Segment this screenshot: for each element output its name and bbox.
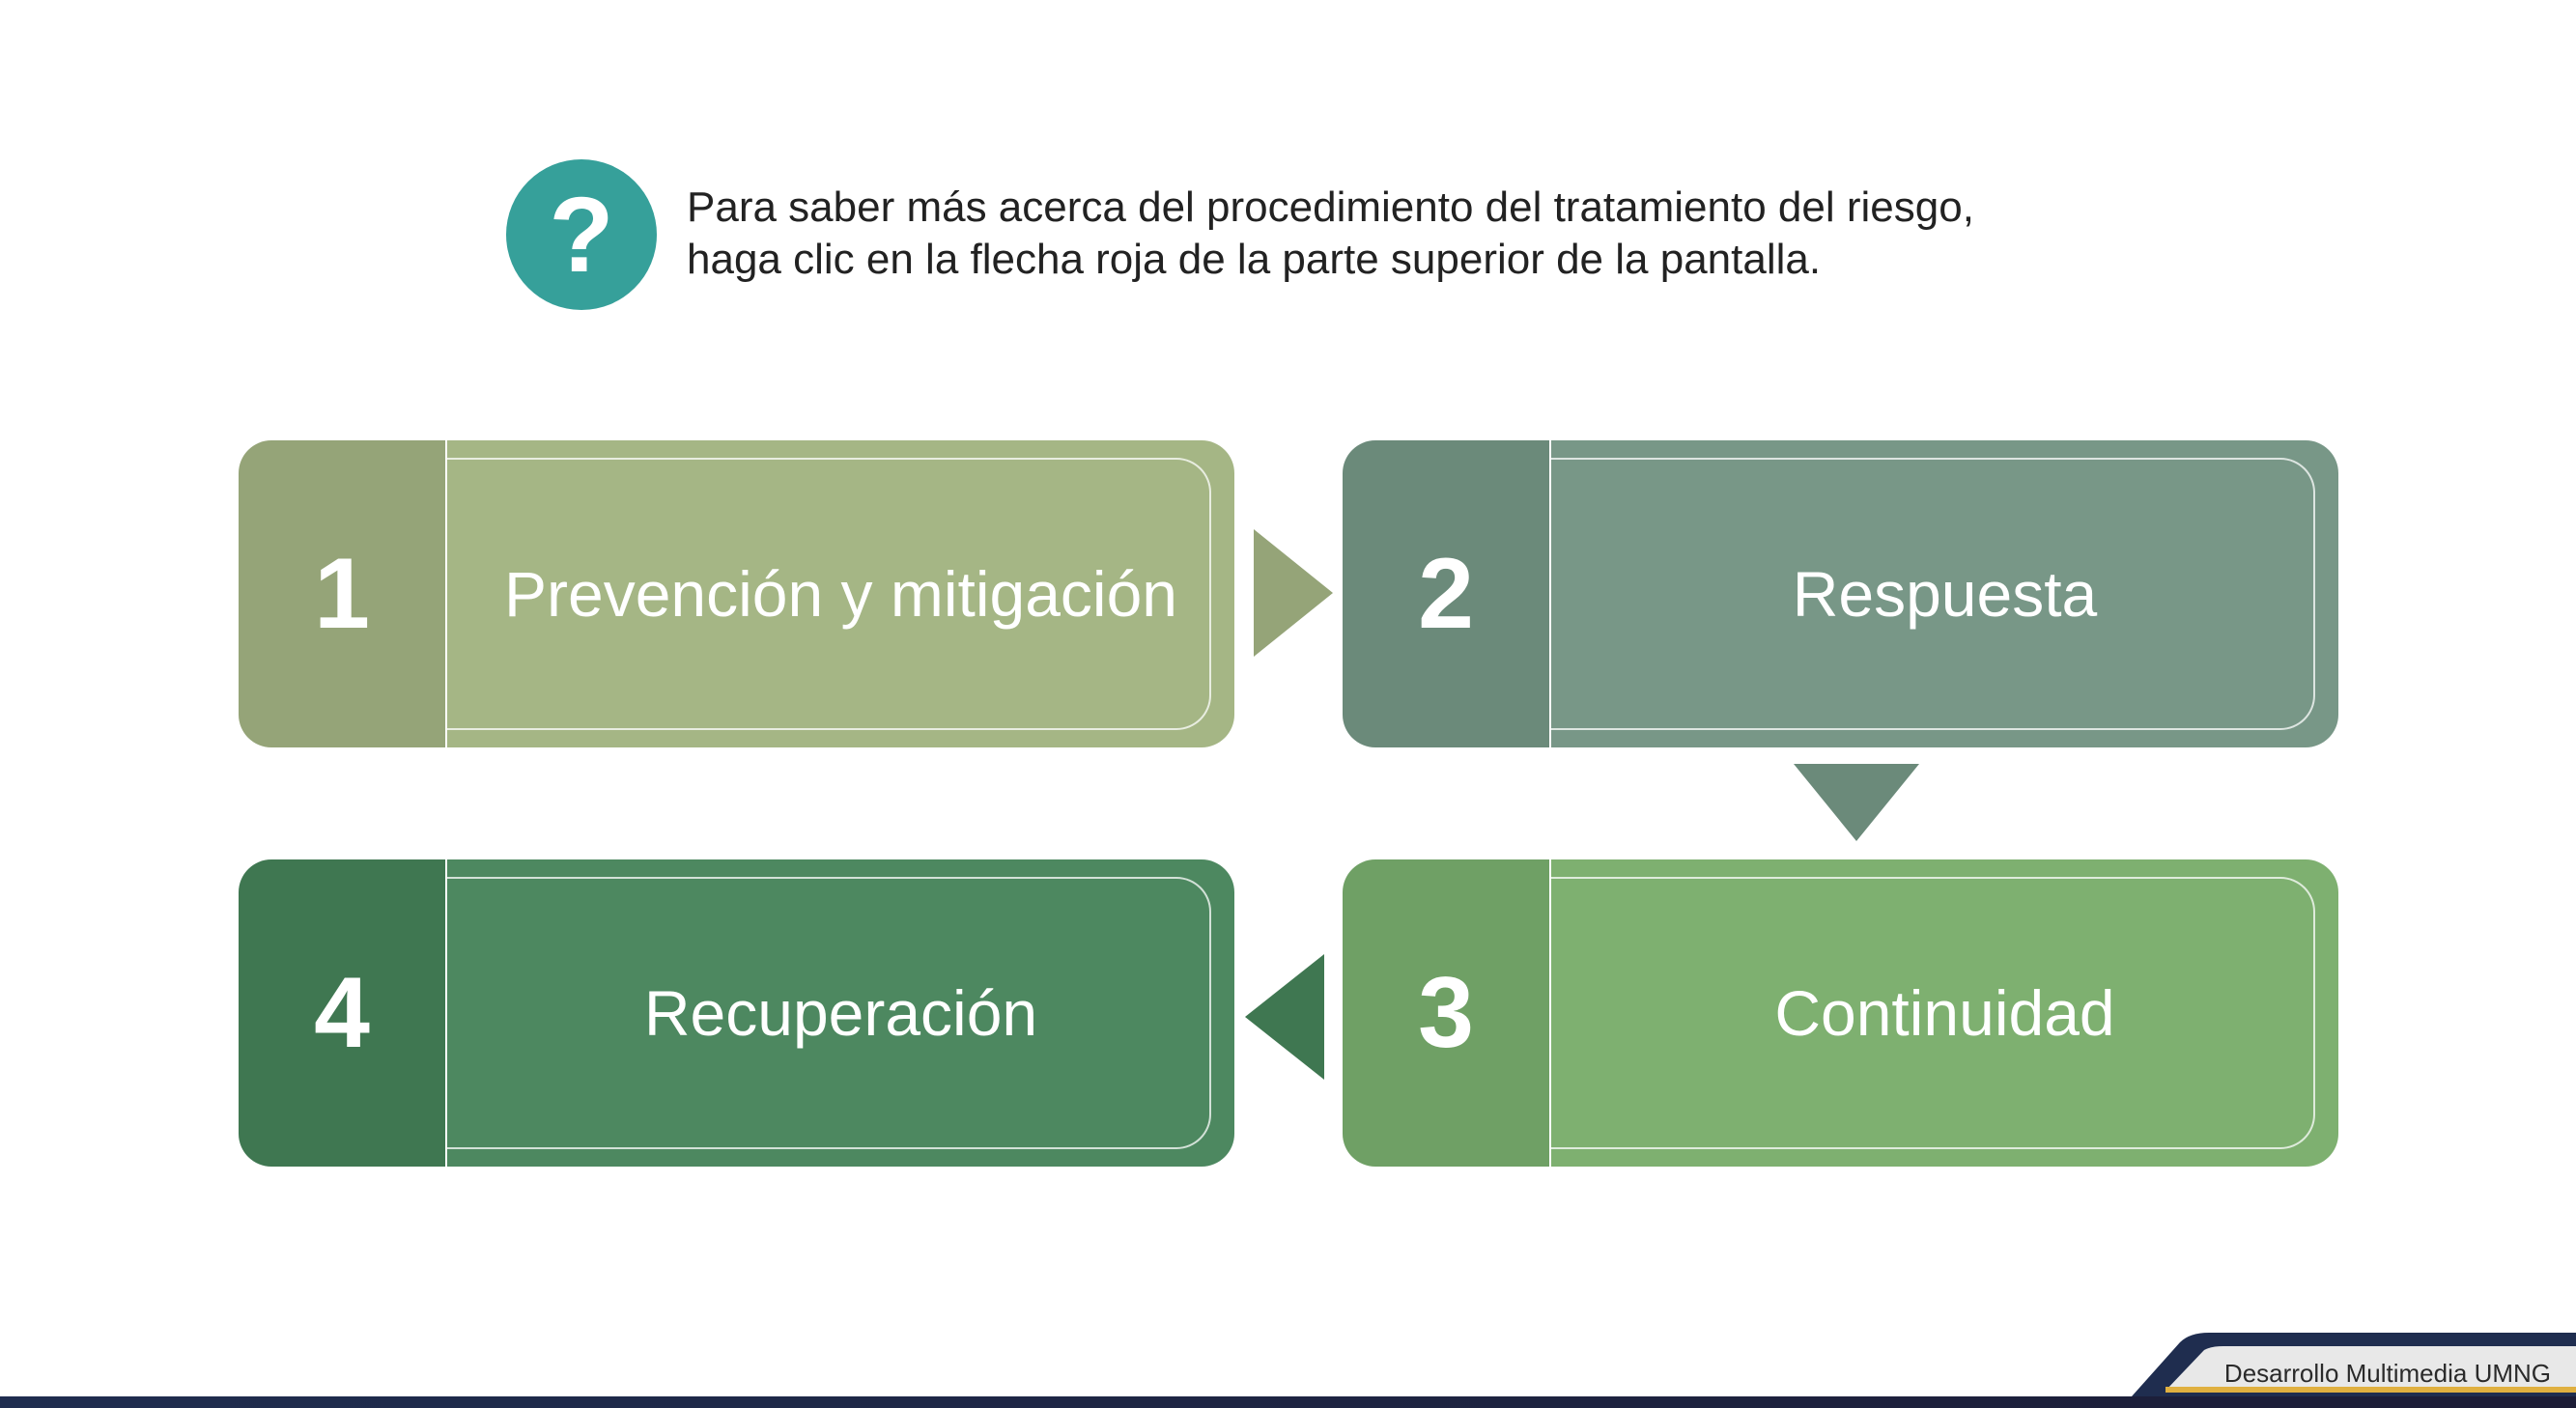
step-title: Continuidad — [1774, 977, 2115, 1049]
step-card-4[interactable]: 4 Recuperación — [239, 859, 1234, 1167]
step-number: 1 — [239, 440, 447, 747]
arrow-down-icon — [1794, 764, 1919, 841]
step-number: 2 — [1343, 440, 1551, 747]
footer-label: Desarrollo Multimedia UMNG — [2223, 1359, 2551, 1388]
step-title: Recuperación — [643, 977, 1038, 1049]
arrow-left-icon — [1245, 954, 1324, 1080]
instruction-text: Para saber más acerca del procedimiento … — [687, 182, 1974, 286]
footer-tab — [2132, 1333, 2576, 1396]
step-card-3[interactable]: 3 Continuidad — [1343, 859, 2338, 1167]
footer-bar — [0, 1396, 2576, 1408]
step-number: 4 — [239, 859, 447, 1167]
instruction-line-1: Para saber más acerca del procedimiento … — [687, 183, 1974, 231]
instruction-line-2: haga clic en la flecha roja de la parte … — [687, 236, 1822, 283]
step-card-2[interactable]: 2 Respuesta — [1343, 440, 2338, 747]
step-number: 3 — [1343, 859, 1551, 1167]
step-card-1[interactable]: 1 Prevención y mitigación — [239, 440, 1234, 747]
question-icon: ? — [549, 175, 614, 295]
help-question-button[interactable]: ? — [506, 159, 657, 310]
step-title: Respuesta — [1792, 558, 2098, 630]
step-title: Prevención y mitigación — [504, 558, 1177, 630]
arrow-right-icon — [1254, 529, 1333, 657]
